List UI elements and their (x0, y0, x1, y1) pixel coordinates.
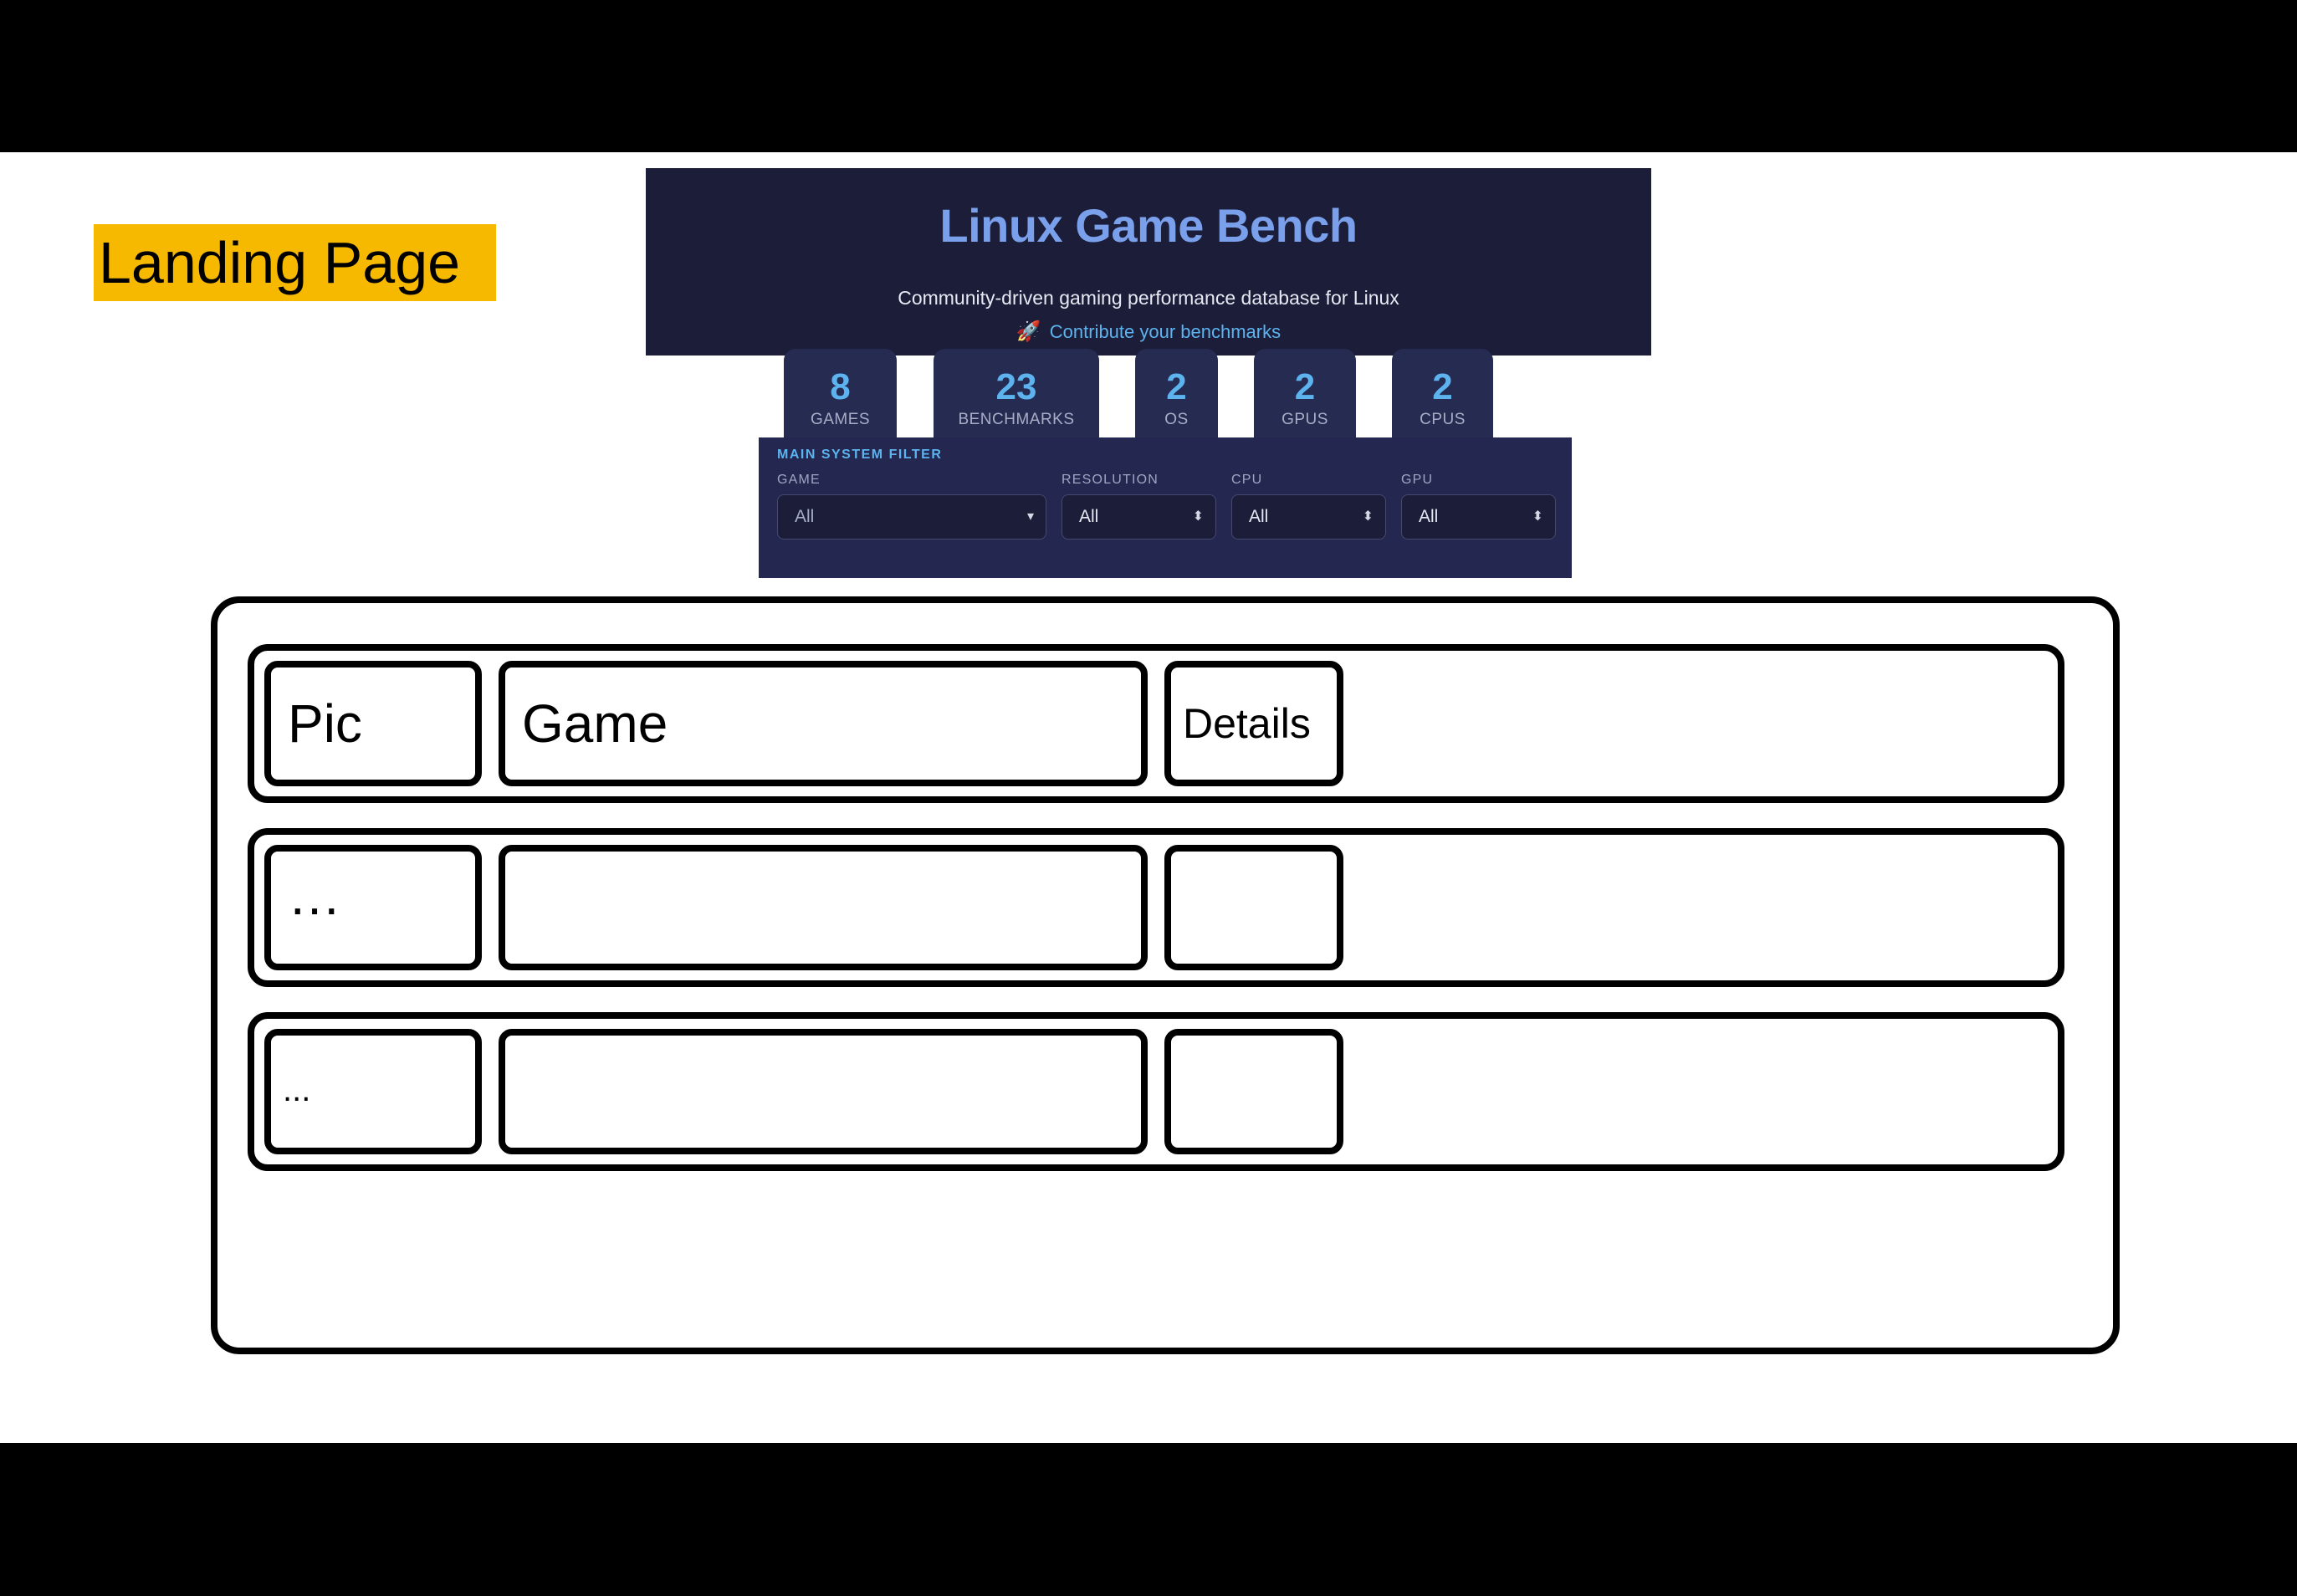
page-label: Landing Page (94, 224, 496, 301)
chevron-down-icon: ▾ (1026, 509, 1034, 524)
up-down-chevron-icon: ⬍ (1362, 509, 1374, 524)
pic-cell-label: … (288, 866, 341, 926)
filter-heading: MAIN SYSTEM FILTER (777, 448, 943, 462)
game-row[interactable]: … (248, 828, 2064, 987)
game-list-container (211, 596, 2120, 1354)
game-row[interactable]: Pic Game Details (248, 644, 2064, 803)
stat-value: 2 (1294, 366, 1316, 407)
filter-resolution: RESOLUTION All ⬍ (1062, 473, 1216, 540)
site-title: Linux Game Bench (939, 199, 1358, 252)
game-cell (499, 1029, 1148, 1154)
pic-cell: … (264, 845, 482, 970)
details-button[interactable]: Details (1164, 661, 1343, 786)
resolution-select[interactable]: All ⬍ (1062, 494, 1216, 540)
game-row[interactable]: ... (248, 1012, 2064, 1171)
filter-label: CPU (1231, 473, 1263, 487)
select-value: All (795, 507, 815, 526)
contribute-link[interactable]: 🚀 Contribute your benchmarks (646, 320, 1651, 344)
stat-value: 8 (830, 366, 851, 407)
details-button-label: Details (1183, 700, 1311, 747)
stat-card-benchmarks: 23 BENCHMARKS (934, 349, 1099, 444)
pic-cell-label: ... (283, 1072, 311, 1108)
stat-value: 2 (1432, 366, 1453, 407)
stat-label: GAMES (810, 411, 871, 428)
game-select[interactable]: All ▾ (777, 494, 1046, 540)
select-value: All (1419, 507, 1439, 526)
stat-card-gpus: 2 GPUS (1254, 349, 1356, 444)
filter-cpu: CPU All ⬍ (1231, 473, 1386, 540)
filter-game: GAME All ▾ (777, 473, 1046, 540)
up-down-chevron-icon: ⬍ (1192, 509, 1204, 524)
filter-label: GPU (1401, 473, 1434, 487)
mockup-canvas: Landing Page Linux Game Bench Community-… (0, 152, 2297, 1443)
select-value: All (1249, 507, 1269, 526)
filter-label: GAME (777, 473, 821, 487)
contribute-link-label: Contribute your benchmarks (1049, 321, 1282, 342)
stat-card-os: 2 OS (1135, 349, 1218, 444)
stat-value: 23 (995, 366, 1037, 407)
stat-label: CPUS (1420, 411, 1466, 428)
gpu-select[interactable]: All ⬍ (1401, 494, 1556, 540)
select-value: All (1079, 507, 1099, 526)
site-subtitle: Community-driven gaming performance data… (898, 287, 1399, 309)
details-button[interactable] (1164, 845, 1343, 970)
game-cell (499, 845, 1148, 970)
stat-label: BENCHMARKS (958, 411, 1075, 428)
stat-card-cpus: 2 CPUS (1392, 349, 1493, 444)
game-cell: Game (499, 661, 1148, 786)
main-system-filter: MAIN SYSTEM FILTER GAME All ▾ RESOLUTION… (759, 437, 1572, 578)
details-button[interactable] (1164, 1029, 1343, 1154)
stat-label: GPUS (1282, 411, 1328, 428)
cpu-select[interactable]: All ⬍ (1231, 494, 1386, 540)
filter-gpu: GPU All ⬍ (1401, 473, 1556, 540)
stat-value: 2 (1166, 366, 1187, 407)
site-header: Linux Game Bench Community-driven gaming… (646, 168, 1651, 356)
stat-card-games: 8 GAMES (784, 349, 897, 444)
rocket-icon: 🚀 (1015, 320, 1041, 343)
stat-label: OS (1164, 411, 1189, 428)
up-down-chevron-icon: ⬍ (1532, 509, 1543, 524)
pic-cell: Pic (264, 661, 482, 786)
filter-label: RESOLUTION (1062, 473, 1159, 487)
pic-cell-label: Pic (288, 693, 362, 754)
game-cell-label: Game (522, 693, 668, 754)
pic-cell: ... (264, 1029, 482, 1154)
